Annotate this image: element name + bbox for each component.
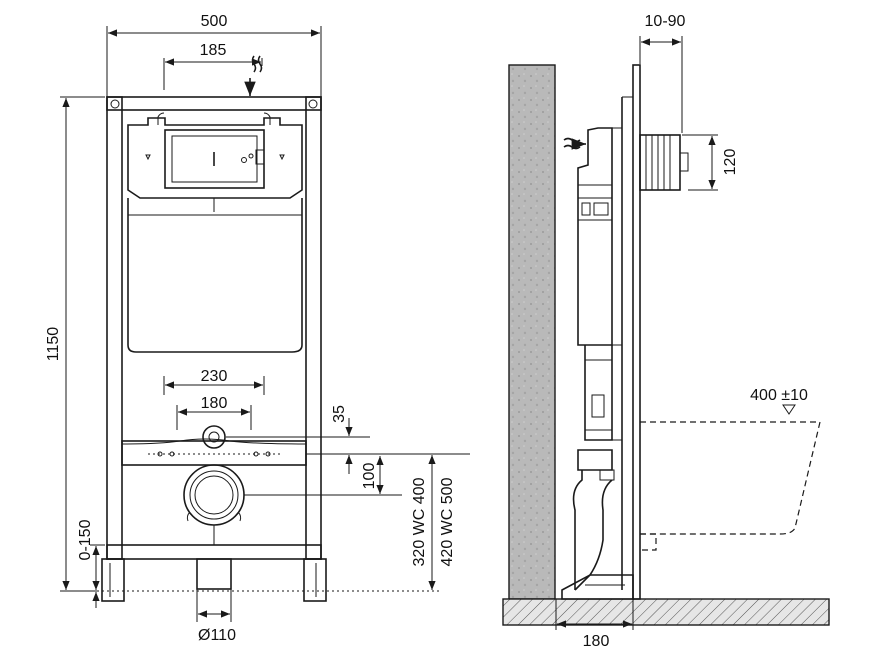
dim-floor-depth: 180 xyxy=(583,633,610,650)
dim-height-total: 1150 xyxy=(45,327,62,362)
dim-button-depth: 10-90 xyxy=(645,13,686,30)
dim-outlet-diameter: Ø110 xyxy=(198,627,236,644)
dim-bolt-spacing-inner: 180 xyxy=(201,395,228,412)
dim-offset-100: 100 xyxy=(361,463,378,490)
cistern-body xyxy=(127,198,303,353)
dim-width-total: 500 xyxy=(201,13,228,30)
dim-leg-adjust: 0-150 xyxy=(77,519,94,560)
frame-bottom-rail xyxy=(106,544,322,560)
frame-cross-rail xyxy=(121,440,307,466)
frame-top-rail xyxy=(106,96,322,111)
toilet-bowl-outline xyxy=(640,421,821,535)
side-view: 400 ±10 10-90 120 180 xyxy=(502,13,830,650)
frame-right-post xyxy=(305,96,322,560)
outlet-pipe-circle xyxy=(183,464,245,526)
cistern-side xyxy=(577,127,613,346)
triangle-down-icon xyxy=(782,404,796,415)
cistern-top xyxy=(127,117,303,199)
floor-section xyxy=(502,598,830,626)
dim-button-height: 120 xyxy=(722,149,739,176)
dim-offset-35: 35 xyxy=(331,405,348,423)
flush-pipe-side xyxy=(584,345,613,441)
dim-bolt-spacing-outer: 230 xyxy=(201,368,228,385)
front-view: 500 185 1150 230 180 35 100 320 WC xyxy=(45,13,470,644)
water-waves-icon xyxy=(563,137,586,150)
frame-right-leg xyxy=(303,558,327,602)
bottom-bracket xyxy=(561,574,634,600)
dim-wc-500: 420 WC 500 xyxy=(439,477,456,566)
dim-bowl-height: 400 ±10 xyxy=(750,387,808,404)
wall-section xyxy=(508,64,556,600)
frame-left-leg xyxy=(101,558,125,602)
front-panel xyxy=(632,64,641,600)
outlet-pipe-down xyxy=(196,558,232,590)
frame-left-post xyxy=(106,96,123,560)
dim-width-inlet: 185 xyxy=(200,42,227,59)
inlet-pipe-circle xyxy=(202,425,226,449)
dim-wc-400: 320 WC 400 xyxy=(411,477,428,566)
